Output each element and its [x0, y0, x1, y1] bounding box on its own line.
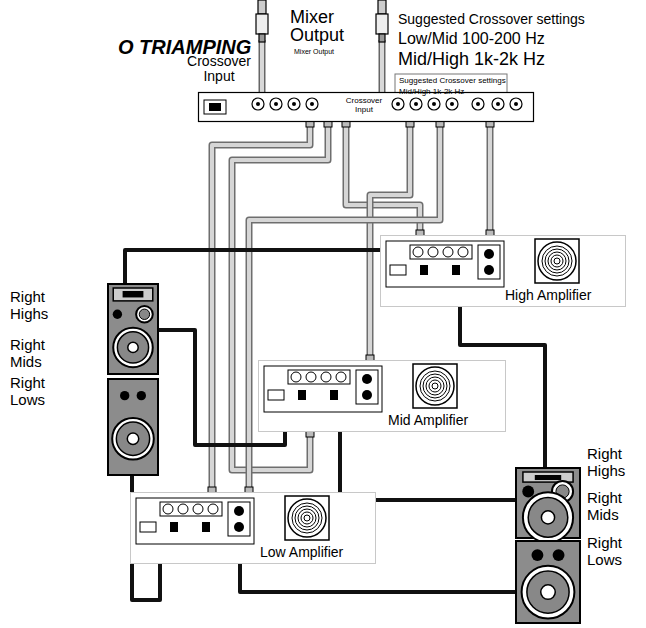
cable-line — [340, 432, 515, 500]
speaker-cable — [240, 564, 515, 592]
speaker-cabinet-drawing — [515, 540, 581, 624]
cable-outline — [249, 122, 440, 492]
speaker-cabinet-drawing — [107, 378, 159, 476]
node-label: Right Lows — [587, 534, 639, 569]
cable-line — [125, 250, 380, 283]
annotation-text: Mixer Output — [294, 48, 334, 56]
speaker-cabinet: Right HighsRight Mids — [107, 283, 159, 375]
speaker-cable — [340, 432, 515, 500]
speaker-cabinet: Right Lows — [107, 378, 159, 476]
annotation-text: Suggested Crossover settings — [398, 12, 585, 27]
xlr-plug — [256, 0, 268, 92]
cable-core — [249, 122, 440, 492]
speaker-cabinet-drawing — [515, 467, 581, 539]
xlr-plug — [376, 0, 388, 92]
speaker-cabinet: Right HighsRight Mids — [515, 467, 581, 539]
cable-core — [488, 122, 492, 235]
cable-outline — [487, 122, 494, 235]
speaker-cabinet: Right Lows — [515, 540, 581, 624]
node-label: Right Highs — [587, 445, 639, 480]
node-label: Right Highs — [10, 288, 65, 323]
amplifier: High Amplifier — [380, 235, 626, 307]
annotation-text: Low/Mid 100-200 Hz — [398, 30, 545, 48]
cable-outline — [212, 122, 310, 492]
speaker-cable — [125, 250, 380, 283]
signal-cable — [486, 117, 494, 240]
speaker-cabinet-drawing — [107, 283, 159, 375]
node-label: Right Mids — [587, 489, 639, 524]
annotation-text: Mid/High 1k-2k Hz — [399, 88, 464, 97]
node-label: Mid Amplifier — [388, 412, 504, 428]
annotation-text: Suggested Crossover settings — [399, 77, 506, 86]
annotation-text: Mid/High 1k-2k Hz — [398, 50, 545, 70]
annotation-text: Mixer Output — [290, 8, 354, 44]
amplifier: Mid Amplifier — [258, 360, 506, 432]
node-label: Crossover Input — [338, 96, 390, 114]
node-label: Right Mids — [10, 336, 65, 371]
cable-core — [212, 122, 310, 492]
connector-label: Crossover Input — [184, 54, 254, 85]
signal-cable — [245, 117, 444, 497]
amplifier-drawing — [258, 360, 506, 432]
crossover-unit: Crossover Input — [198, 92, 534, 122]
node-label: Right Lows — [10, 374, 65, 409]
signal-cable — [208, 117, 314, 497]
node-label: High Amplifier — [505, 287, 623, 303]
node-label: Low Amplifier — [260, 544, 374, 560]
amplifier: Low Amplifier — [130, 492, 376, 564]
cable-line — [240, 564, 515, 592]
